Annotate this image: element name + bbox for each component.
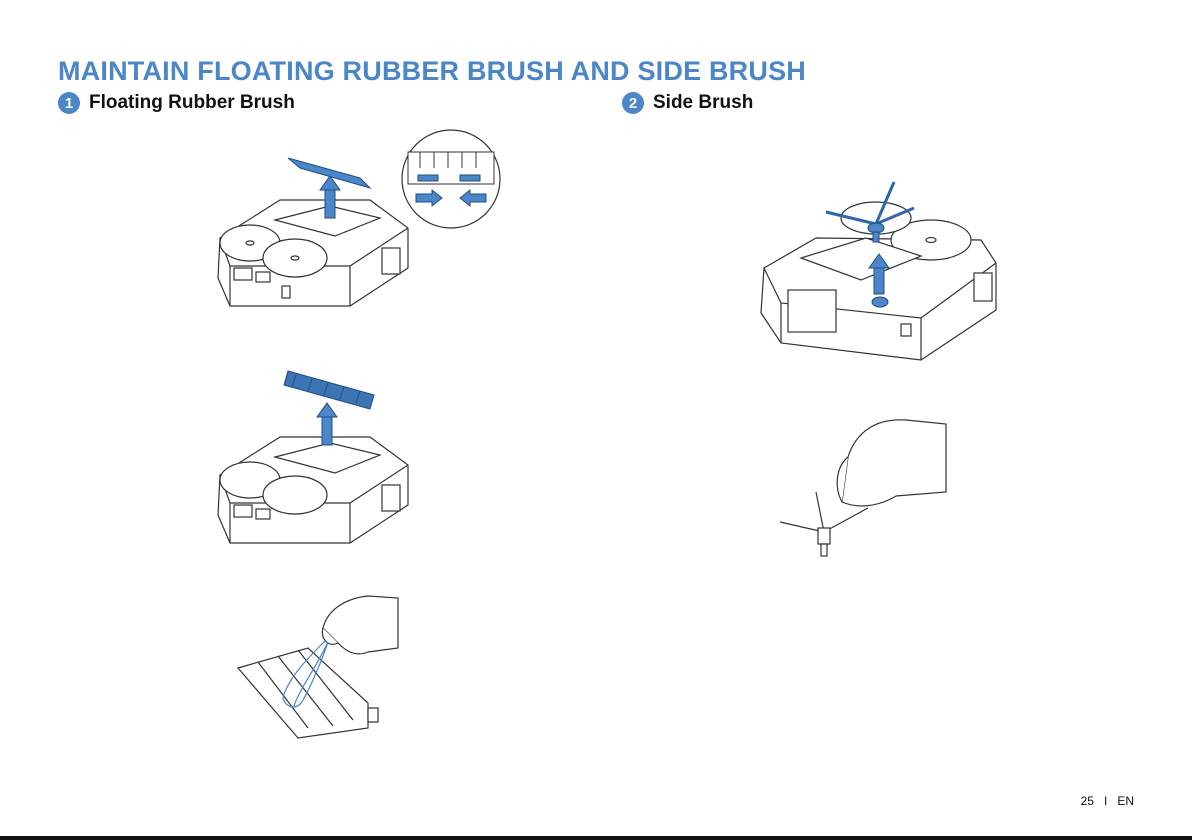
robot-remove-rubber-brush-icon [210,365,415,555]
step-number-badge: 2 [622,92,644,114]
footer-separator: I [1104,794,1107,808]
page-number: 25 [1081,794,1094,808]
bottom-rule [0,836,1192,840]
section-heading-floating-rubber-brush: 1 Floating Rubber Brush [58,92,295,114]
robot-remove-side-brush-icon [756,178,1001,368]
page-title: MAINTAIN FLOATING RUBBER BRUSH AND SIDE … [58,56,806,87]
language-code: EN [1117,794,1134,808]
section-label: Floating Rubber Brush [89,92,295,114]
step-number-badge: 1 [58,92,80,114]
page-footer: 25 I EN [1081,794,1134,808]
brush-cover-latch-zoom-icon [400,128,502,230]
robot-remove-brush-cover-icon [210,148,415,318]
section-heading-side-brush: 2 Side Brush [622,92,753,114]
section-label: Side Brush [653,92,753,114]
hand-cleaning-side-brush-icon [776,412,948,567]
hand-cleaning-rubber-brush-icon [228,588,408,748]
